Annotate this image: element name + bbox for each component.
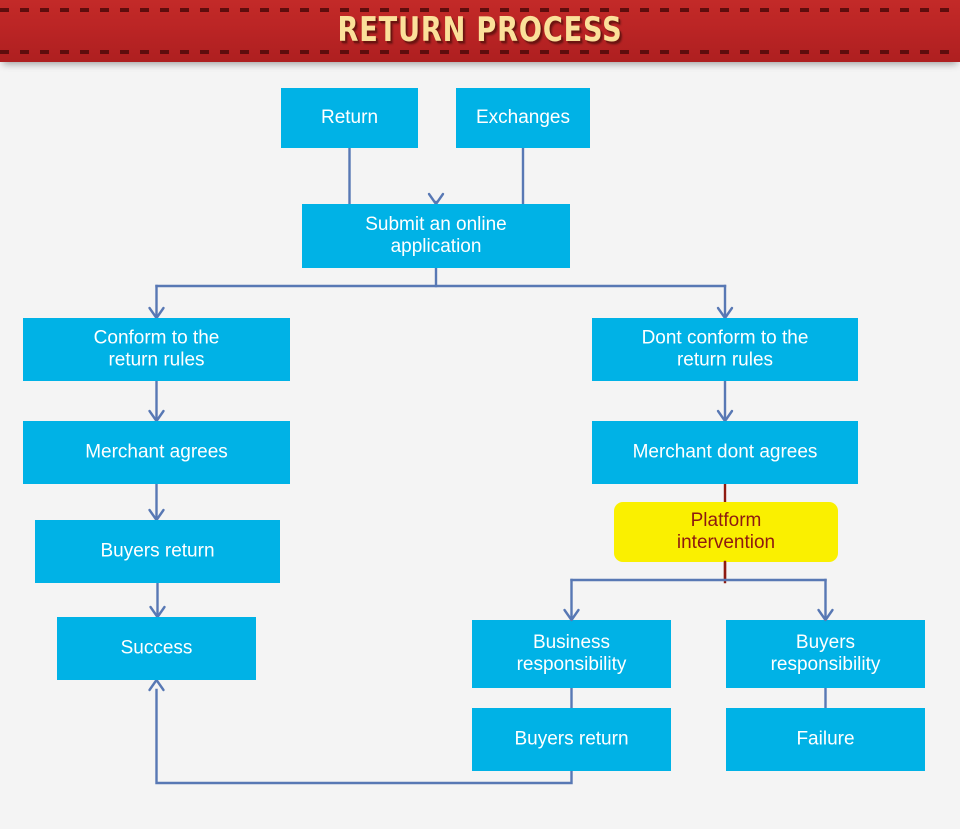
node-label-buyers-resp: responsibility <box>771 654 881 675</box>
flow-node-buyers-return-r[interactable]: Buyers return <box>472 708 671 771</box>
node-label-conform: Conform to the <box>94 328 220 349</box>
node-label-exchanges: Exchanges <box>476 107 570 128</box>
flow-node-exchanges[interactable]: Exchanges <box>456 88 590 148</box>
header-banner: RETURN PROCESS <box>0 0 960 62</box>
node-label-return: Return <box>321 107 378 128</box>
node-label-business-resp: Business <box>533 632 610 653</box>
flow-node-platform[interactable]: Platformintervention <box>614 502 838 562</box>
node-label-dont-conform: return rules <box>677 350 773 371</box>
page-title: RETURN PROCESS <box>96 0 864 62</box>
flowchart-canvas: Return ExchangesSubmit an onlineapplicati… <box>0 62 960 829</box>
flow-node-dont-conform[interactable]: Dont conform to thereturn rules <box>592 318 858 381</box>
platform-split-connectors <box>565 562 833 620</box>
node-label-success: Success <box>121 638 193 659</box>
flow-node-merchant-dont[interactable]: Merchant dont agrees <box>592 421 858 484</box>
flow-node-conform[interactable]: Conform to thereturn rules <box>23 318 290 381</box>
node-label-submit: Submit an online <box>365 214 507 235</box>
node-label-submit: application <box>391 236 482 257</box>
node-label-merchant-dont: Merchant dont agrees <box>633 442 818 463</box>
flow-node-business-resp[interactable]: Businessresponsibility <box>472 620 671 688</box>
flow-node-buyers-return-l[interactable]: Buyers return <box>35 520 280 583</box>
arrowhead-down-icon <box>429 194 443 204</box>
flow-node-failure[interactable]: Failure <box>726 708 925 771</box>
arrowhead-up-icon <box>150 680 164 690</box>
node-label-merchant-agrees: Merchant agrees <box>85 442 228 463</box>
node-label-conform: return rules <box>108 350 204 371</box>
node-label-platform: intervention <box>677 532 775 553</box>
node-label-buyers-return-l: Buyers return <box>100 541 214 562</box>
flow-node-success[interactable]: Success <box>57 617 256 680</box>
flow-node-merchant-agrees[interactable]: Merchant agrees <box>23 421 290 484</box>
node-label-failure: Failure <box>796 729 854 750</box>
node-label-dont-conform: Dont conform to the <box>642 328 809 349</box>
node-label-buyers-resp: Buyers <box>796 632 855 653</box>
node-label-buyers-return-r: Buyers return <box>514 729 628 750</box>
node-label-business-resp: responsibility <box>517 654 627 675</box>
node-label-platform: Platform <box>691 510 762 531</box>
flow-node-submit[interactable]: Submit an onlineapplication <box>302 204 570 268</box>
flowchart-svg: Return ExchangesSubmit an onlineapplicati… <box>0 62 960 829</box>
node-layer: Return ExchangesSubmit an onlineapplicati… <box>23 88 925 771</box>
flow-node-return[interactable]: Return <box>281 88 418 148</box>
flow-node-buyers-resp[interactable]: Buyersresponsibility <box>726 620 925 688</box>
